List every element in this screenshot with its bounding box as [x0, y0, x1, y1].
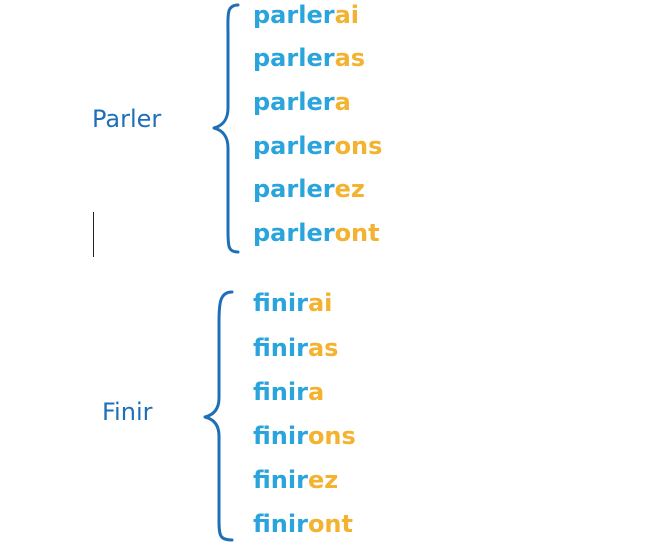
- form-finir-2: finiras: [253, 334, 338, 362]
- stem: finir: [253, 510, 308, 538]
- verb-label-parler: Parler: [92, 105, 162, 133]
- stem: finir: [253, 334, 308, 362]
- form-parler-2: parleras: [253, 44, 365, 72]
- form-finir-6: finiront: [253, 510, 353, 538]
- stem: finir: [253, 289, 308, 317]
- ending: ai: [307, 289, 333, 317]
- text-cursor: [93, 212, 94, 257]
- stem: parler: [253, 175, 335, 203]
- form-finir-3: finira: [253, 378, 324, 406]
- form-parler-3: parlera: [253, 88, 351, 116]
- form-finir-4: finirons: [253, 422, 356, 450]
- ending: a: [307, 378, 325, 406]
- verb-label-finir: Finir: [102, 398, 153, 426]
- ending: as: [307, 334, 339, 362]
- form-parler-5: parlerez: [253, 175, 365, 203]
- form-finir-1: finirai: [253, 289, 332, 317]
- stem: finir: [253, 466, 308, 494]
- stem: parler: [253, 44, 335, 72]
- stem: parler: [253, 1, 335, 29]
- ending: as: [334, 44, 366, 72]
- ending: ez: [307, 466, 339, 494]
- ending: ons: [334, 132, 383, 160]
- stem: parler: [253, 219, 335, 247]
- stem: finir: [253, 378, 308, 406]
- ending: a: [334, 88, 351, 116]
- ending: ont: [307, 510, 353, 538]
- form-parler-1: parlerai: [253, 1, 359, 29]
- form-parler-4: parlerons: [253, 132, 382, 160]
- ending: ez: [334, 175, 365, 203]
- form-finir-5: finirez: [253, 466, 338, 494]
- form-parler-6: parleront: [253, 219, 380, 247]
- ending: ai: [334, 1, 359, 29]
- stem: finir: [253, 422, 308, 450]
- stem: parler: [253, 132, 335, 160]
- ending: ons: [307, 422, 356, 450]
- ending: ont: [334, 219, 380, 247]
- stem: parler: [253, 88, 335, 116]
